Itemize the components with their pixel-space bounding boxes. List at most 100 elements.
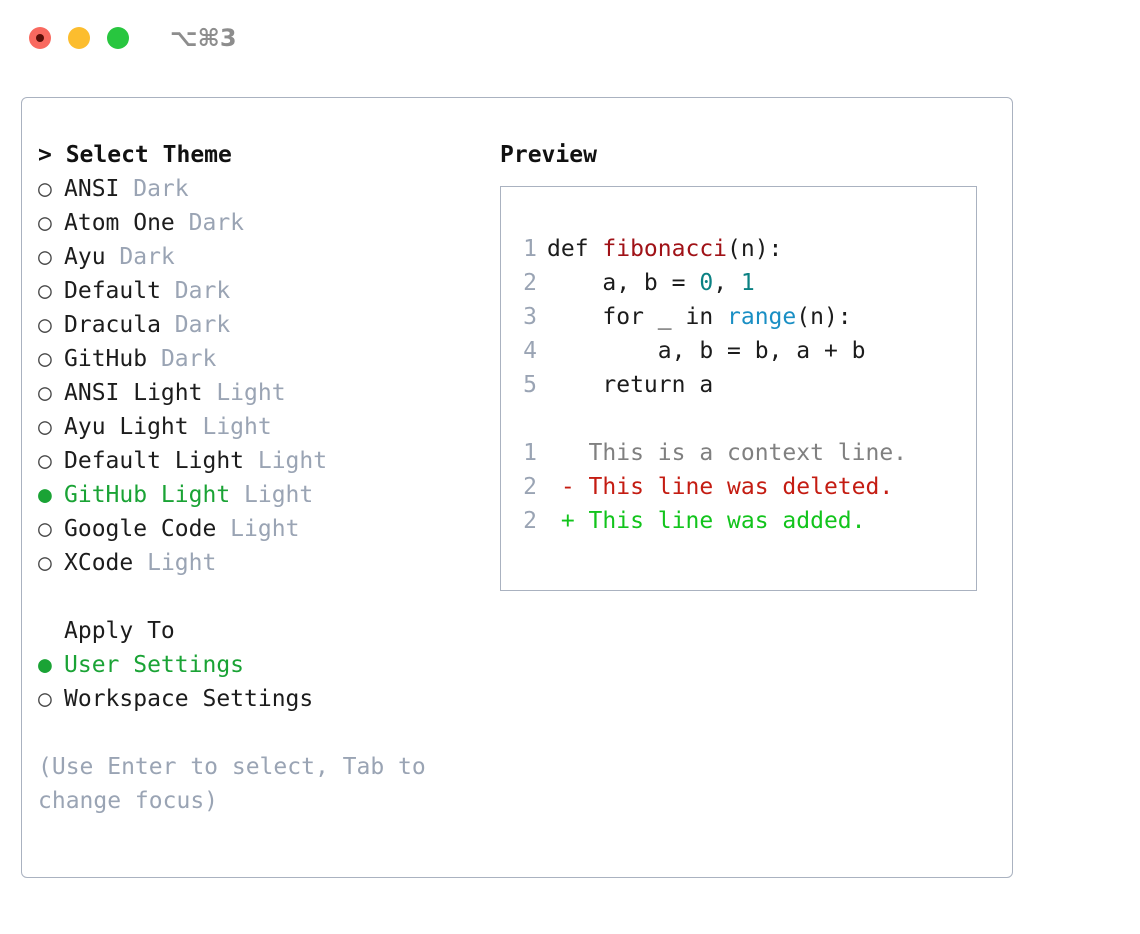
theme-list-item[interactable]: ○ Dracula Dark [38, 308, 488, 342]
diff-text: This line was deleted. [588, 474, 894, 500]
radio-unselected-icon[interactable]: ○ [38, 550, 52, 576]
minimize-button[interactable] [68, 27, 90, 49]
line-number: 1 [523, 440, 537, 466]
theme-name: Ayu Light [64, 414, 189, 440]
diff-text: This line was added. [588, 508, 866, 534]
apply-to-list[interactable]: ● User Settings ○ Workspace Settings [38, 648, 488, 716]
line-number: 1 [523, 236, 537, 262]
code-token: , [713, 270, 741, 296]
apply-to-item[interactable]: ● User Settings [38, 648, 488, 682]
theme-variant-tag: Light [244, 448, 328, 474]
theme-selection-column: > Select Theme ○ANSI Dark○Atom One Dark○… [38, 138, 488, 818]
code-line: 4 a, b = b, a + b [501, 334, 976, 368]
theme-variant-tag: Dark [160, 312, 231, 338]
code-line: 3 for _ in range(n): [501, 300, 976, 334]
close-button[interactable] [29, 27, 51, 49]
apply-to-label: Workspace Settings [64, 686, 314, 712]
theme-name: Default [64, 278, 161, 304]
radio-unselected-icon[interactable]: ○ [38, 312, 52, 338]
code-token: (n): [727, 236, 783, 262]
theme-name: GitHub [64, 346, 148, 372]
code-line: 2 a, b = 0, 1 [501, 266, 976, 300]
theme-name: ANSI Light [64, 380, 203, 406]
theme-variant-tag: Dark [160, 278, 231, 304]
hint-spacer [38, 716, 488, 750]
theme-variant-tag: Light [230, 482, 314, 508]
line-number: 2 [523, 508, 537, 534]
diff-line: 2 - This line was deleted. [501, 470, 976, 504]
radio-unselected-icon[interactable]: ○ [38, 176, 52, 202]
zoom-button[interactable] [107, 27, 129, 49]
theme-name: XCode [64, 550, 134, 576]
theme-variant-tag: Dark [147, 346, 217, 372]
theme-name: GitHub Light [64, 482, 231, 508]
theme-list[interactable]: ○ANSI Dark○Atom One Dark○Ayu Dark○Defaul… [38, 172, 488, 580]
code-token: for _ in [547, 304, 728, 330]
theme-name: Google Code [64, 516, 217, 542]
theme-list-item[interactable]: ○ Atom One Dark [38, 206, 488, 240]
code-token: 0 [699, 270, 714, 296]
apply-to-label: User Settings [64, 652, 245, 678]
theme-variant-tag: Dark [119, 176, 189, 202]
radio-unselected-icon[interactable]: ○ [38, 686, 52, 712]
title-bar: ⌥⌘3 [0, 0, 1140, 76]
theme-variant-tag: Dark [105, 244, 175, 270]
radio-unselected-icon[interactable]: ○ [38, 346, 52, 372]
code-token: a, b = [547, 270, 700, 296]
theme-list-item[interactable]: ○XCode Light [38, 546, 488, 580]
keyboard-shortcut-label: ⌥⌘3 [170, 24, 237, 52]
code-line: 5 return a [501, 368, 976, 402]
theme-list-item[interactable]: ○Ayu Dark [38, 240, 488, 274]
keyboard-hint-text: (Use Enter to select, Tab to change focu… [38, 754, 440, 814]
theme-list-item[interactable]: ○ Default Light Light [38, 444, 488, 478]
theme-list-item[interactable]: ○ ANSI Dark [38, 172, 488, 206]
radio-unselected-icon[interactable]: ○ [38, 278, 52, 304]
radio-unselected-icon[interactable]: ○ [38, 516, 52, 542]
diff-text: This is a context line. [588, 440, 908, 466]
code-token: def [547, 236, 603, 262]
apply-to-item[interactable]: ○ Workspace Settings [38, 682, 488, 716]
radio-unselected-icon[interactable]: ○ [38, 210, 52, 236]
select-theme-header: > Select Theme [38, 142, 232, 168]
diff-line: 1 This is a context line. [501, 436, 976, 470]
line-number: 3 [523, 304, 537, 330]
theme-list-item[interactable]: ○Ayu Light Light [38, 410, 488, 444]
code-token: 1 [740, 270, 755, 296]
line-number: 5 [523, 372, 537, 398]
theme-variant-tag: Light [216, 516, 300, 542]
code-token: return a [547, 372, 714, 398]
theme-list-item[interactable]: ○ Default Dark [38, 274, 488, 308]
theme-variant-tag: Light [202, 380, 286, 406]
theme-list-item[interactable]: ● GitHub Light Light [38, 478, 488, 512]
radio-selected-icon[interactable]: ● [38, 482, 52, 508]
diff-line: 2 + This line was added. [501, 504, 976, 538]
radio-unselected-icon[interactable]: ○ [38, 244, 52, 270]
theme-list-item[interactable]: ○ GitHub Dark [38, 342, 488, 376]
theme-name: ANSI [64, 176, 120, 202]
diff-marker: - [547, 474, 589, 500]
diff-marker [547, 440, 589, 466]
traffic-lights [29, 27, 129, 49]
line-number: 2 [523, 270, 537, 296]
theme-name: Atom One [64, 210, 175, 236]
radio-unselected-icon[interactable]: ○ [38, 380, 52, 406]
theme-list-item[interactable]: ○ ANSI Light Light [38, 376, 488, 410]
code-token: (n): [796, 304, 852, 330]
apply-to-header: Apply To [64, 618, 175, 644]
code-token: range [727, 304, 797, 330]
radio-unselected-icon[interactable]: ○ [38, 448, 52, 474]
diff-marker: + [547, 508, 589, 534]
theme-name: Default Light [64, 448, 245, 474]
list-spacer [38, 580, 488, 614]
radio-selected-icon[interactable]: ● [38, 652, 52, 678]
radio-unselected-icon[interactable]: ○ [38, 414, 52, 440]
preview-title: Preview [500, 142, 597, 168]
code-token: a, b = b, a + b [547, 338, 866, 364]
theme-variant-tag: Dark [174, 210, 245, 236]
line-number: 4 [523, 338, 537, 364]
theme-list-item[interactable]: ○ Google Code Light [38, 512, 488, 546]
theme-name: Dracula [64, 312, 161, 338]
